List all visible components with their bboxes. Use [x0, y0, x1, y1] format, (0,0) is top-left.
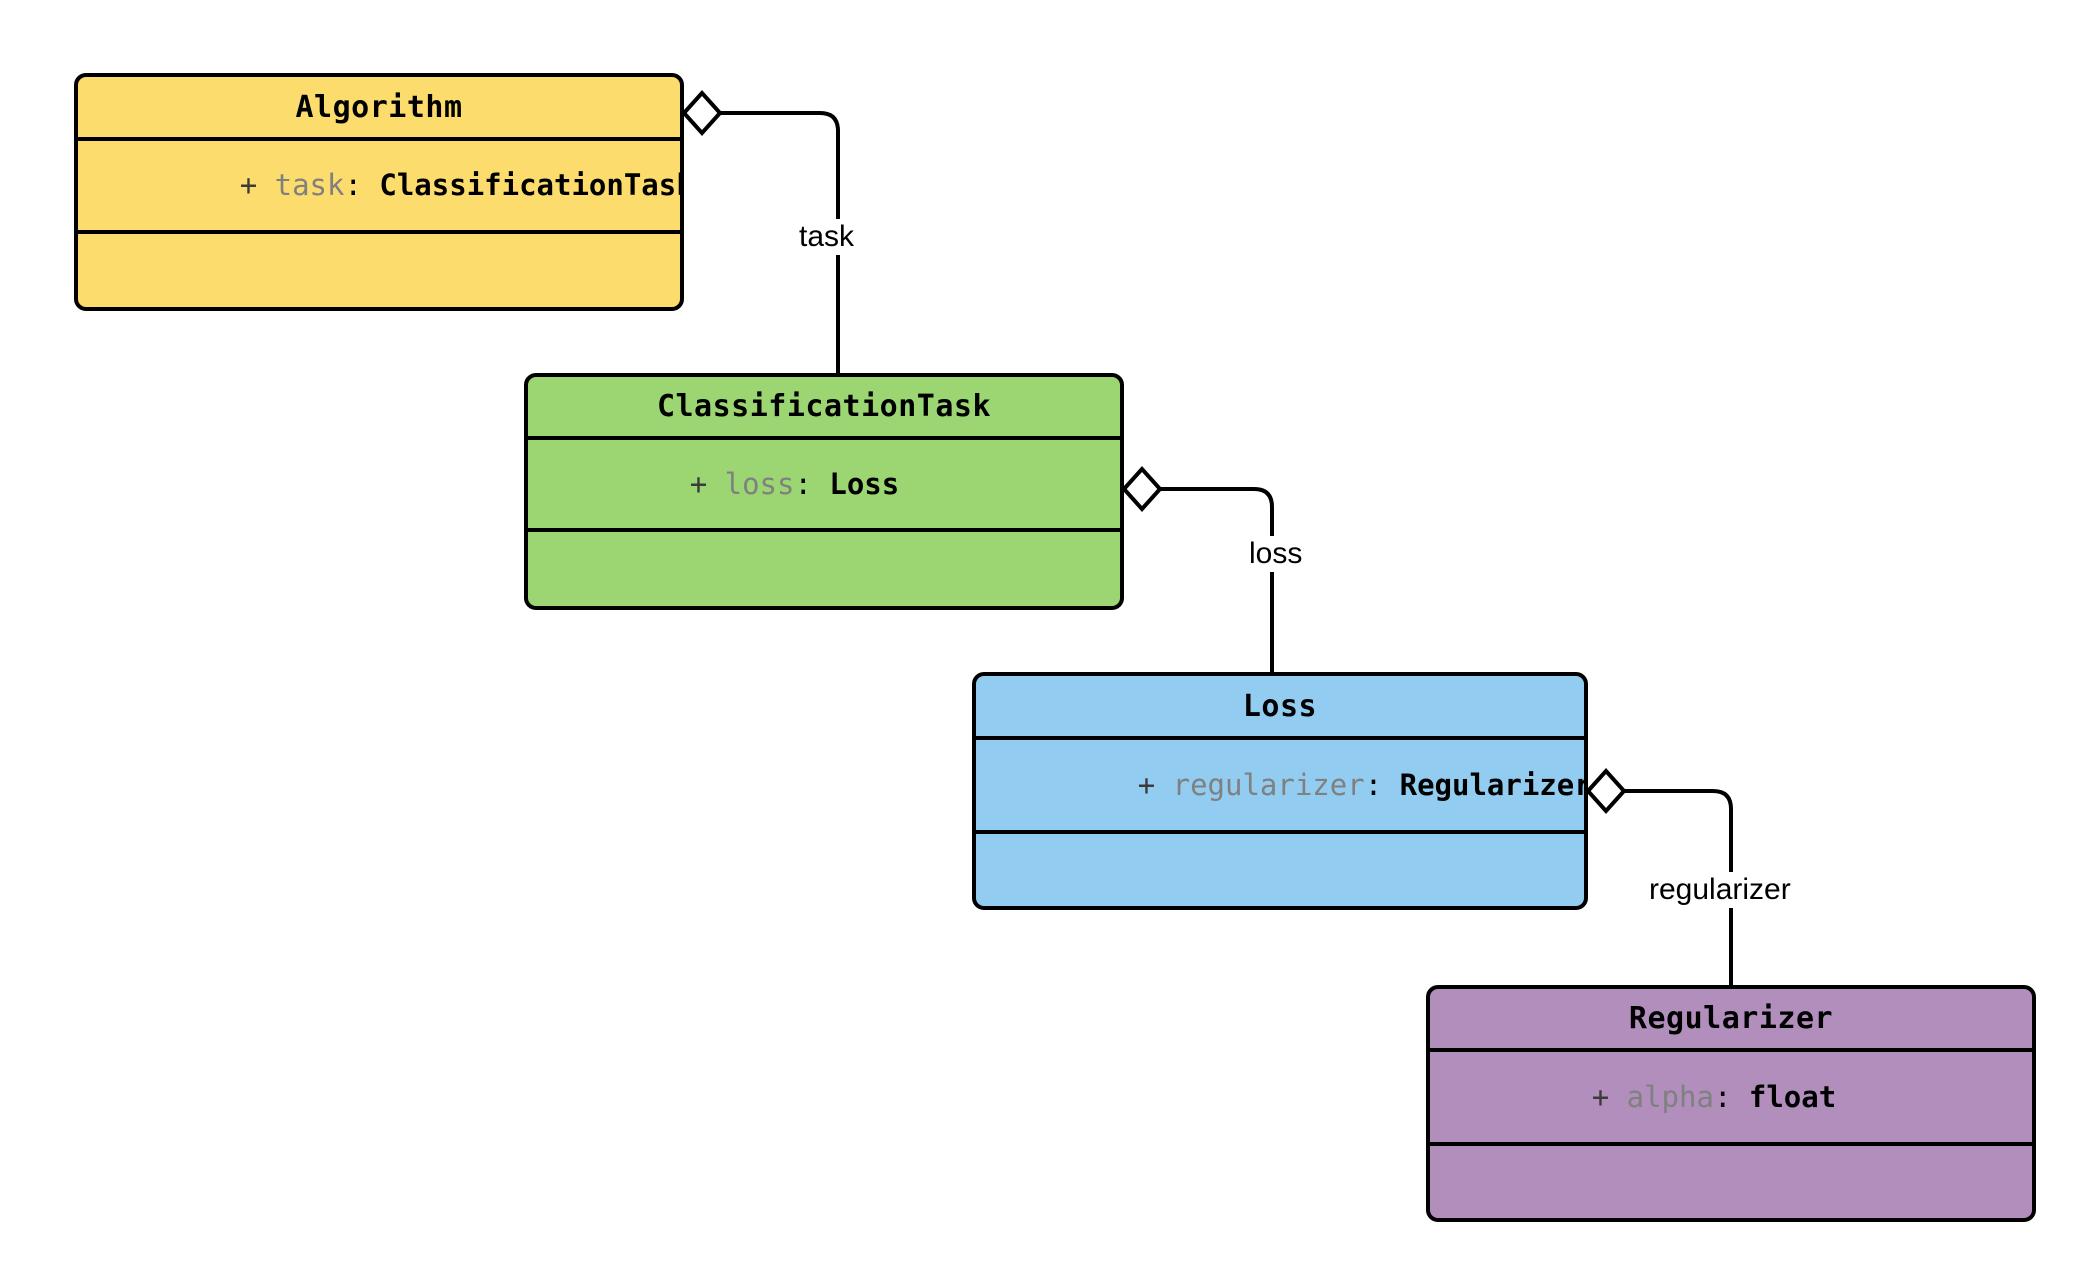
- class-attributes-loss: + regularizer: Regularizer: [976, 740, 1584, 834]
- class-attributes-regularizer: + alpha: float: [1430, 1052, 2032, 1146]
- class-methods-loss: [976, 834, 1584, 906]
- attribute-name: loss: [724, 466, 795, 501]
- attribute-separator: :: [1713, 1079, 1749, 1114]
- attribute-type: Regularizer: [1399, 767, 1588, 802]
- attribute-type: ClassificationTask: [379, 168, 684, 202]
- aggregation-diamond-regularizer: [1585, 768, 1627, 814]
- attribute-separator: :: [344, 168, 380, 202]
- attribute-visibility: +: [1137, 767, 1156, 802]
- class-methods-regularizer: [1430, 1146, 2032, 1218]
- edge-label-loss: loss: [1245, 536, 1307, 572]
- class-methods-algorithm: [78, 234, 680, 307]
- class-box-loss[interactable]: Loss + regularizer: Regularizer: [972, 672, 1588, 910]
- attribute-name: regularizer: [1172, 767, 1365, 802]
- attribute-type: float: [1748, 1079, 1837, 1114]
- class-title-algorithm: Algorithm: [78, 77, 680, 141]
- attribute-separator: :: [1364, 767, 1400, 802]
- class-box-regularizer[interactable]: Regularizer + alpha: float: [1426, 985, 2036, 1222]
- attribute-name: alpha: [1626, 1079, 1714, 1114]
- attribute-row: + alpha: float: [1452, 1054, 1836, 1141]
- edge-label-task: task: [795, 219, 859, 255]
- attribute-name: task: [274, 168, 345, 202]
- edge-label-regularizer: regularizer: [1645, 872, 1795, 908]
- class-methods-classification-task: [528, 532, 1120, 606]
- class-attributes-algorithm: + task: ClassificationTask: [78, 141, 680, 234]
- class-box-algorithm[interactable]: Algorithm + task: ClassificationTask: [74, 73, 684, 311]
- aggregation-diamond-loss: [1121, 466, 1163, 512]
- attribute-separator: :: [794, 466, 830, 501]
- attribute-visibility: +: [689, 466, 708, 501]
- class-title-classification-task: ClassificationTask: [528, 377, 1120, 440]
- attribute-row: + task: ClassificationTask: [100, 142, 684, 229]
- class-attributes-classification-task: + loss: Loss: [528, 440, 1120, 532]
- aggregation-diamond-task: [681, 90, 723, 136]
- attribute-row: + regularizer: Regularizer: [998, 742, 1588, 829]
- class-box-classification-task[interactable]: ClassificationTask + loss: Loss: [524, 373, 1124, 610]
- class-title-loss: Loss: [976, 676, 1584, 740]
- class-title-regularizer: Regularizer: [1430, 989, 2032, 1052]
- attribute-visibility: +: [239, 168, 258, 202]
- edge-line-loss: [1160, 487, 1274, 672]
- attribute-visibility: +: [1591, 1079, 1610, 1114]
- attribute-row: + loss: Loss: [550, 441, 900, 528]
- attribute-type: Loss: [829, 466, 900, 501]
